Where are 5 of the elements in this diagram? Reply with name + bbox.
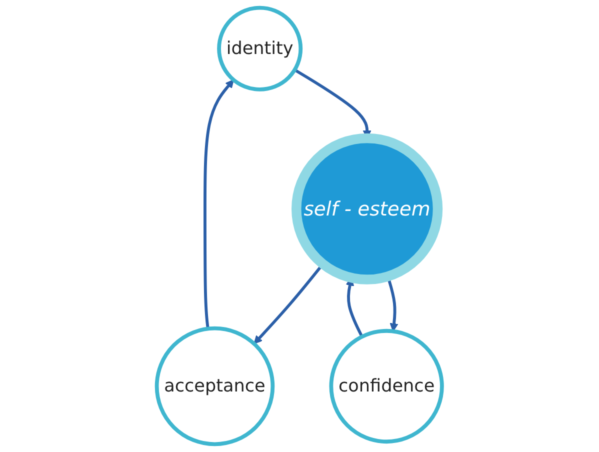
node-circle: self - esteem (292, 133, 443, 284)
node-circle: acceptance (154, 326, 275, 446)
arrow (204, 79, 234, 329)
node-circle: identity (217, 6, 303, 92)
node-circle: confidence (329, 328, 444, 444)
